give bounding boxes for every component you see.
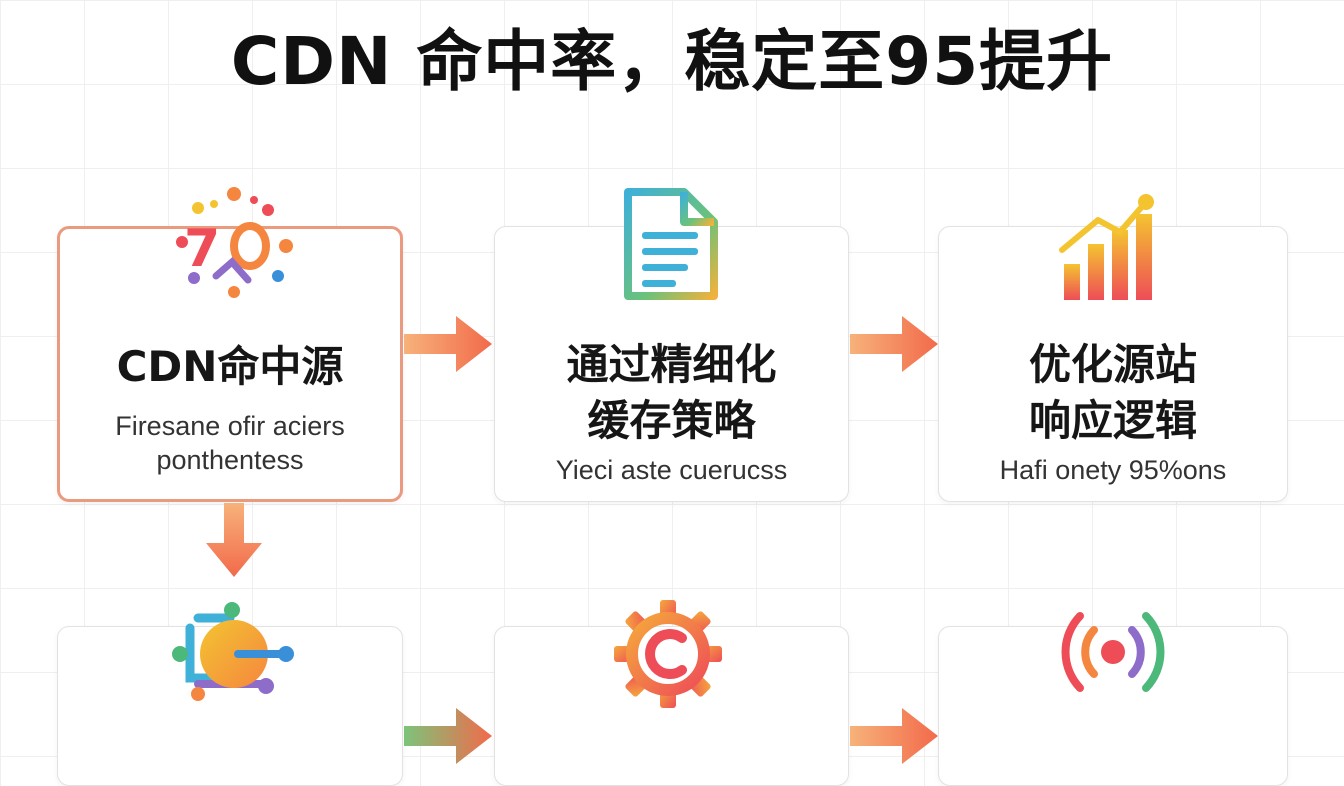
step-heading: CDN命中源 xyxy=(116,342,344,391)
step-caption: Firesane ofir aciers ponthentess xyxy=(115,411,345,475)
arrow-right-icon xyxy=(850,316,938,372)
svg-text:7: 7 xyxy=(184,219,220,279)
step-heading: 优化源站 响应逻辑 xyxy=(1028,340,1197,445)
step-card-3[interactable]: 优化源站 响应逻辑 Hafi onety 95%ons xyxy=(938,226,1288,502)
arrow-right-icon xyxy=(850,708,938,764)
arrow-right-icon xyxy=(404,708,492,764)
page-title: CDN 命中率，稳定至95提升 xyxy=(230,23,1114,100)
gear-icon xyxy=(614,600,722,708)
signal-icon xyxy=(1061,612,1165,692)
step-caption: Hafi onety 95%ons xyxy=(999,455,1227,485)
step-caption: Yieci aste cuerucss xyxy=(555,455,788,485)
burst-icon: 7 xyxy=(176,187,293,298)
arrow-down-icon xyxy=(206,503,262,577)
step-card-1[interactable]: CDN命中源 Firesane ofir aciers ponthentess xyxy=(57,226,403,502)
arrow-right-icon xyxy=(404,316,492,372)
step-heading: 通过精细化 缓存策略 xyxy=(566,340,777,445)
bar-chart-icon xyxy=(1059,194,1154,300)
document-icon xyxy=(624,188,718,300)
circuit-icon xyxy=(172,602,294,701)
